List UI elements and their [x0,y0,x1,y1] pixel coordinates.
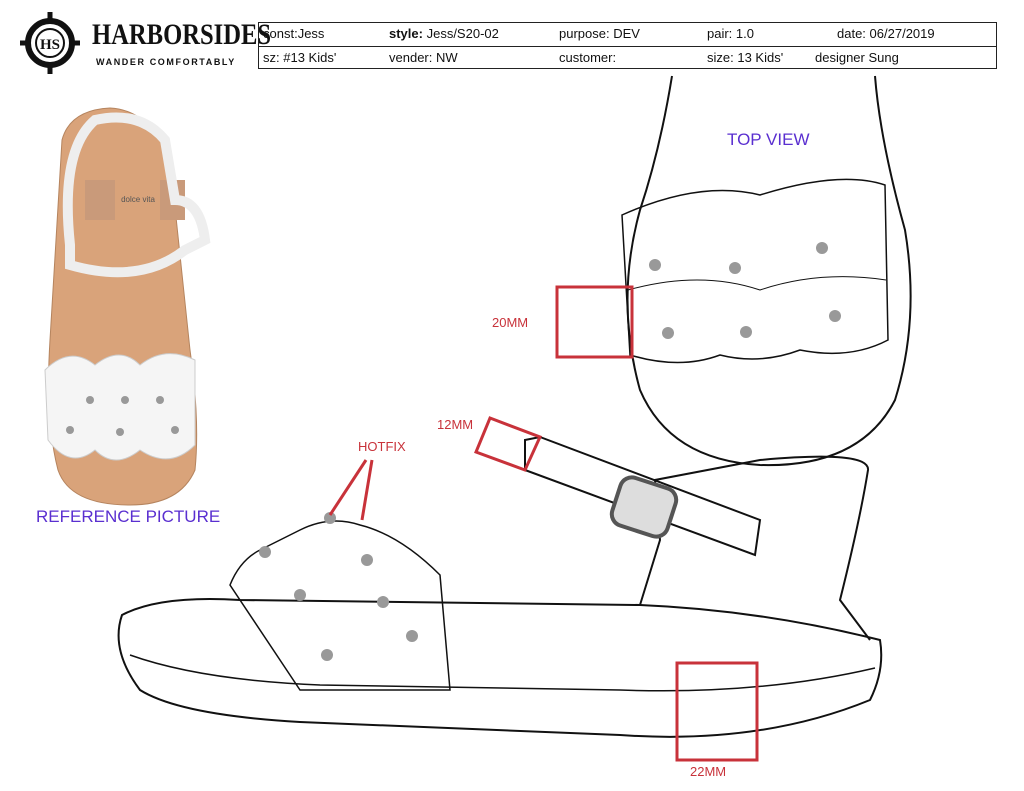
spec-row-1: const:Jess style: Jess/S20-02 purpose: D… [259,23,996,47]
callout-22mm-label: 22MM [690,764,727,779]
purpose-field: purpose: DEV [559,26,640,41]
callout-20mm-box [555,285,634,359]
hotfix-label: HOTFIX [358,439,406,454]
callout-12mm-label: 12MM [437,417,474,432]
hotfix-leader-1 [328,459,368,516]
insole-brand: dolce vita [121,195,155,204]
vender-field: vender: NW [389,50,458,65]
designer-field: designer Sung [815,50,899,65]
ship-wheel-icon: HS [20,12,80,74]
spec-row-2: sz: #13 Kids' vender: NW customer: size:… [259,47,996,70]
callout-12mm-box [474,416,543,472]
date-field: date: 06/27/2019 [837,26,935,41]
callout-20mm-label: 20MM [492,315,529,330]
harborsides-logo: HS HARBORSIDES WANDER COMFORTABLY [18,12,271,74]
customer-field: customer: [559,50,617,65]
const-field: const:Jess [263,26,325,41]
reference-picture-label: REFERENCE PICTURE [36,507,221,526]
hotfix-leader-2 [360,459,374,521]
side-view-drawing [117,435,883,738]
brand-name: HARBORSIDES [92,18,272,51]
top-view-label: TOP VIEW [727,130,810,149]
svg-text:HS: HS [40,37,60,53]
spec-table: const:Jess style: Jess/S20-02 purpose: D… [258,22,997,69]
brand-tagline: WANDER COMFORTABLY [96,57,236,67]
reference-photo: dolce vita [44,107,211,506]
callout-22mm-box [675,661,759,762]
style-field: style: Jess/S20-02 [389,26,499,41]
sz-field: sz: #13 Kids' [263,50,337,65]
callout-marks [328,285,759,762]
size-field: size: 13 Kids' [707,50,784,65]
top-view-drawing [621,75,912,467]
pair-field: pair: 1.0 [707,26,754,41]
